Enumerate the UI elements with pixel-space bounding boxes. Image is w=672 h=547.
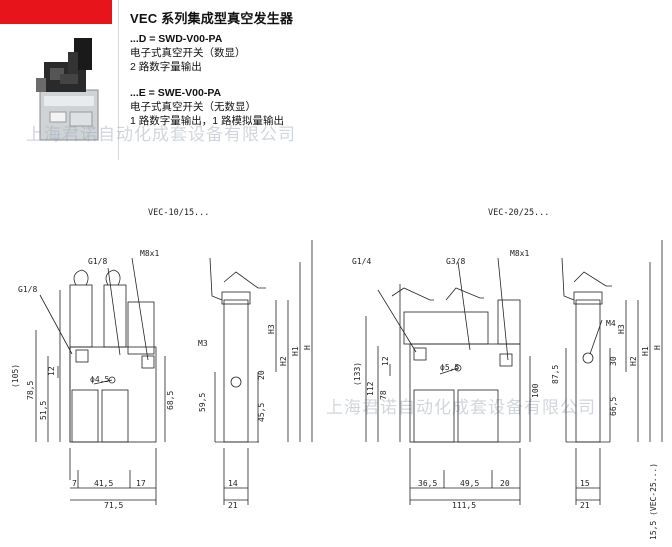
left-side-h1: H1 [291, 346, 300, 356]
left-side-h2: H2 [279, 356, 288, 366]
right-port-b-label: G3/8 [446, 257, 465, 266]
right-dim-112: 112 [366, 381, 375, 396]
right-dim-133: (133) [353, 362, 362, 386]
left-side-h3: H3 [267, 324, 276, 334]
right-side-h1: H1 [641, 346, 650, 356]
left-m8-label: M8x1 [140, 249, 159, 258]
right-hole-label: ϕ5,5 [440, 363, 459, 372]
left-dim-51: 51,5 [39, 401, 48, 420]
variant-e: ...E = SWE-V00-PA 电子式真空开关（无数显） 1 路数字量输出，… [130, 86, 284, 128]
left-thread-label: M3 [198, 339, 208, 348]
right-dim-111: 111,5 [452, 501, 476, 510]
watermark-top: 上海君诺自动化成套设备有限公司 [26, 125, 296, 144]
variant-d-outputs: 2 路数字量输出 [130, 61, 202, 73]
left-dim-41: 41,5 [94, 479, 113, 488]
watermark-bottom: 上海君诺自动化成套设备有限公司 [326, 398, 596, 417]
left-drawing-title: VEC-10/15... [148, 208, 210, 218]
left-hole-label: ϕ4,5 [90, 375, 109, 384]
left-port-b-label: G1/8 [88, 257, 107, 266]
variant-e-desc: 电子式真空开关（无数显） [130, 101, 256, 113]
right-side-dim-15: 15 [580, 479, 590, 488]
variant-e-code: ...E = SWE-V00-PA [130, 87, 222, 99]
left-dim-105: (105) [11, 364, 20, 388]
page-title: VEC 系列集成型真空发生器 [130, 11, 294, 26]
right-dim-20: 20 [500, 479, 510, 488]
variant-d-desc: 电子式真空开关（数显） [130, 47, 246, 59]
brand-bar [0, 0, 112, 24]
left-dim-12: 12 [47, 366, 56, 376]
right-footnote: 15,5 (VEC-25...) [649, 463, 658, 540]
right-m8-label: M8x1 [510, 249, 529, 258]
left-side-dim-59: 59,5 [198, 393, 207, 412]
left-dim-7: 7 [72, 479, 77, 488]
left-side-dim-20: 20 [257, 370, 266, 380]
right-dim-78: 78 [379, 390, 388, 400]
right-side-dim-30: 30 [609, 356, 618, 366]
left-side-h: H [303, 345, 312, 350]
right-side-h: H [653, 345, 662, 350]
left-dim-68: 68,5 [166, 391, 175, 410]
divider-line [118, 0, 119, 160]
right-drawing-title: VEC-20/25... [488, 208, 550, 218]
variant-d: ...D = SWD-V00-PA 电子式真空开关（数显） 2 路数字量输出 [130, 32, 246, 74]
right-side-dim-66: 66,5 [609, 397, 618, 416]
right-dim-36: 36,5 [418, 479, 437, 488]
right-dim-100: 100 [531, 383, 540, 398]
right-port-a-label: G1/4 [352, 257, 371, 266]
right-dim-49: 49,5 [460, 479, 479, 488]
right-side-h2: H2 [629, 356, 638, 366]
left-dim-17: 17 [136, 479, 146, 488]
left-dim-71: 71,5 [104, 501, 123, 510]
left-side-dim-45: 45,5 [257, 403, 266, 422]
right-side-dim-21: 21 [580, 501, 590, 510]
right-side-dim-87: 87,5 [551, 365, 560, 384]
right-dim-12: 12 [381, 356, 390, 366]
product-photo [36, 38, 99, 141]
left-body [69, 346, 157, 443]
left-side-dim-14: 14 [228, 479, 238, 488]
variant-d-code: ...D = SWD-V00-PA [130, 33, 223, 45]
left-side-dim-21: 21 [228, 501, 238, 510]
right-thread-label: M4 [606, 319, 616, 328]
right-side-h3: H3 [617, 324, 626, 334]
variant-e-outputs: 1 路数字量输出，1 路模拟量输出 [130, 115, 285, 127]
left-port-a-label: G1/8 [18, 285, 37, 294]
left-dim-78: 78,5 [26, 381, 35, 400]
